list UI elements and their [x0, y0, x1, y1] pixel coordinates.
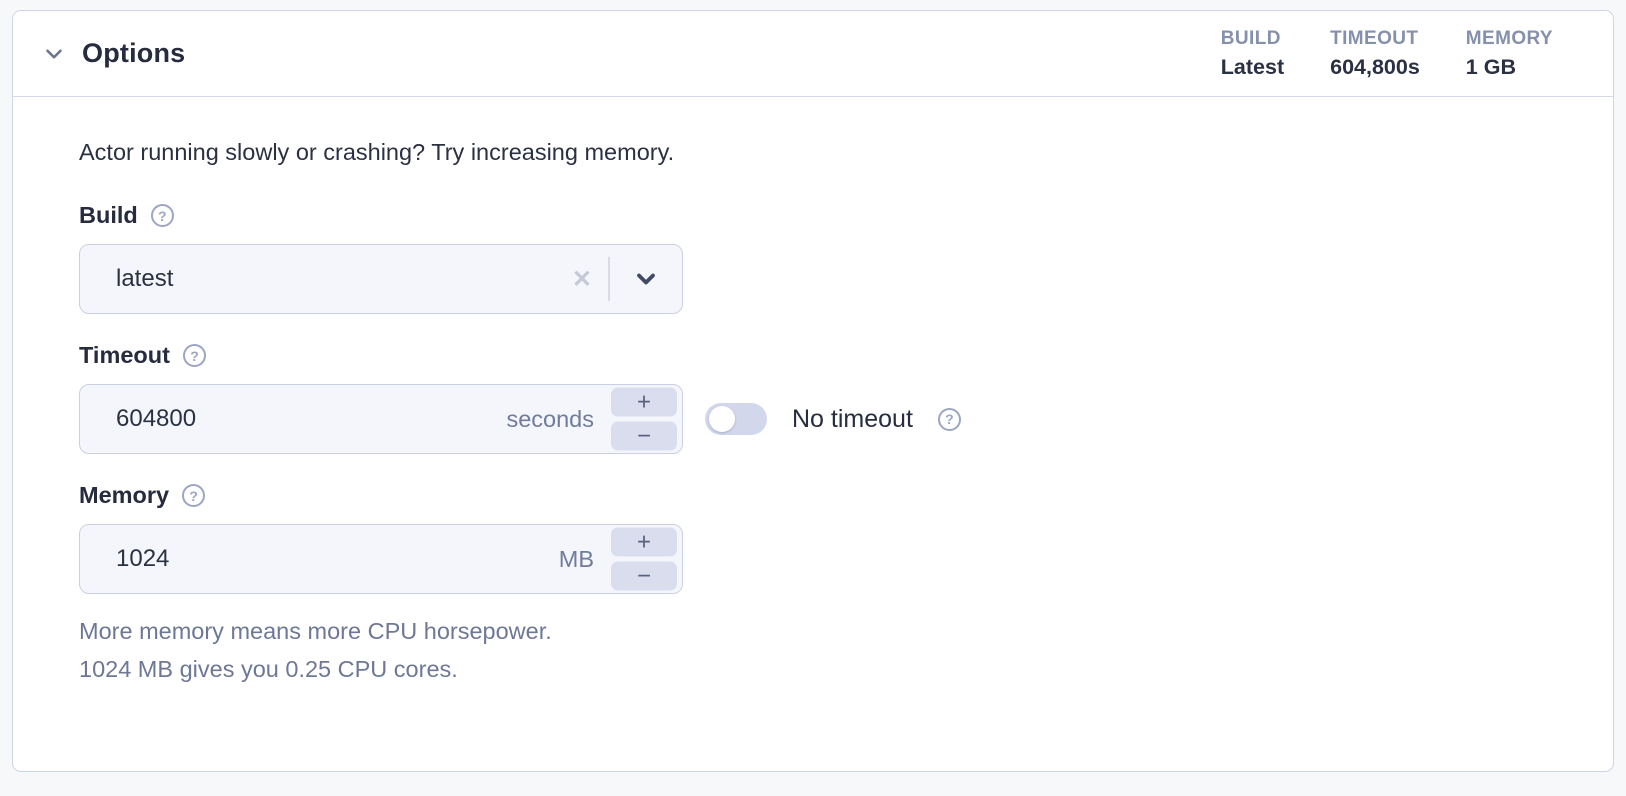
memory-note: More memory means more CPU horsepower. 1…: [79, 612, 1613, 688]
timeout-input[interactable]: [80, 385, 507, 453]
no-timeout-toggle[interactable]: [705, 403, 767, 435]
build-label-text: Build: [79, 202, 138, 228]
no-timeout-label: No timeout: [792, 404, 913, 433]
summary-build-value: Latest: [1220, 54, 1285, 79]
build-help-icon[interactable]: ?: [150, 204, 174, 227]
memory-input[interactable]: [80, 525, 559, 593]
timeout-field-label: Timeout ?: [79, 342, 1613, 369]
memory-unit-label: MB: [558, 545, 594, 572]
timeout-input-control: seconds + −: [79, 384, 683, 454]
clear-icon[interactable]: ✕: [556, 265, 608, 294]
memory-label-text: Memory: [79, 482, 170, 508]
memory-note-line2: 1024 MB gives you 0.25 CPU cores.: [79, 656, 458, 682]
memory-increment-button[interactable]: +: [611, 527, 677, 557]
no-timeout-group: No timeout ?: [705, 403, 961, 435]
page-title: Options: [82, 38, 186, 68]
options-panel: Options BUILD Latest TIMEOUT 604,800s ME…: [12, 10, 1614, 772]
chevron-down-icon: [41, 41, 67, 67]
build-select: ✕: [79, 244, 683, 314]
summary-build-label: BUILD: [1220, 27, 1281, 49]
options-body: Actor running slowly or crashing? Try in…: [13, 97, 1613, 688]
timeout-increment-button[interactable]: +: [611, 387, 677, 417]
no-timeout-help-icon[interactable]: ?: [937, 407, 961, 431]
toggle-knob: [709, 406, 735, 432]
summary-memory-value: 1 GB: [1465, 54, 1516, 79]
summary-timeout: TIMEOUT 604,800s: [1330, 28, 1420, 80]
memory-field-label: Memory ?: [79, 482, 1613, 509]
summary-timeout-value: 604,800s: [1330, 54, 1420, 79]
select-divider: [608, 257, 610, 301]
summary-build: BUILD Latest: [1221, 28, 1284, 80]
timeout-row: seconds + − No timeout ?: [79, 384, 1613, 454]
options-description: Actor running slowly or crashing? Try in…: [79, 139, 675, 165]
memory-note-line1: More memory means more CPU horsepower.: [79, 618, 552, 644]
summary-memory-label: MEMORY: [1465, 27, 1553, 49]
memory-input-control: MB + −: [79, 524, 683, 594]
summary-timeout-label: TIMEOUT: [1330, 27, 1419, 49]
build-dropdown-chevron-icon[interactable]: [610, 265, 682, 293]
build-select-input[interactable]: [80, 245, 556, 313]
timeout-label-text: Timeout: [79, 342, 170, 368]
timeout-help-icon[interactable]: ?: [182, 344, 206, 367]
memory-decrement-button[interactable]: −: [611, 561, 677, 591]
memory-stepper: + −: [611, 527, 677, 591]
timeout-decrement-button[interactable]: −: [611, 421, 677, 451]
options-header: Options BUILD Latest TIMEOUT 604,800s ME…: [13, 11, 1613, 97]
memory-help-icon[interactable]: ?: [182, 484, 206, 507]
build-field-label: Build ?: [79, 202, 1613, 229]
summary-memory: MEMORY 1 GB: [1466, 28, 1553, 80]
options-collapse-toggle[interactable]: Options: [41, 38, 185, 69]
timeout-stepper: + −: [611, 387, 677, 451]
options-summary: BUILD Latest TIMEOUT 604,800s MEMORY 1 G…: [1221, 28, 1553, 80]
timeout-unit-label: seconds: [506, 405, 594, 432]
